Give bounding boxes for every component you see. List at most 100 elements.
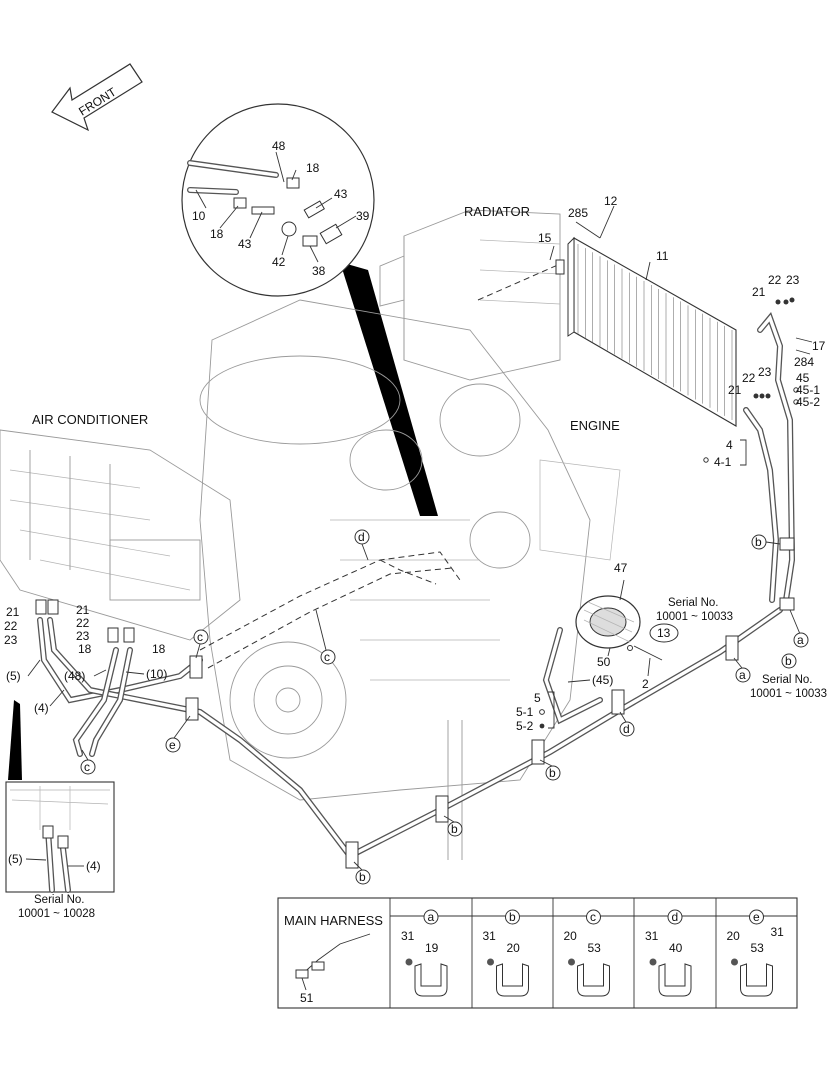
condenser-fittings: 21 22 23 17 284 21 22 23 45 45-1 45-2 4 …	[703, 273, 826, 603]
legend-key-label: b	[509, 910, 516, 924]
legend-part-label: 31	[645, 929, 659, 943]
part-45-label: 45	[796, 371, 810, 385]
main-harness-label: MAIN HARNESS	[284, 913, 383, 928]
ref-4-label: (4)	[34, 701, 49, 715]
part-23b-label: 23	[758, 365, 772, 379]
part-51-label: 51	[300, 991, 314, 1005]
svg-text:c: c	[84, 760, 90, 774]
hose-routing	[35, 537, 795, 869]
part-23a-label: 23	[786, 273, 800, 287]
part-22c-label: 22	[4, 619, 18, 633]
part-23c-label: 23	[4, 633, 18, 647]
part-12-label: 12	[604, 194, 618, 208]
serial-clamp-a-range: 10001 ~ 10033	[750, 688, 827, 700]
legend-part-label: 31	[483, 929, 497, 943]
part-18b-label: 18	[210, 227, 224, 241]
callout-d-top: d	[354, 529, 370, 561]
condenser: 12 285 15 11	[538, 194, 737, 427]
legend-key-label: a	[428, 910, 435, 924]
part-50-label: 50	[597, 655, 611, 669]
fitting-18b-icon	[233, 197, 247, 209]
svg-text:d: d	[623, 722, 630, 736]
part-21c-label: 21	[6, 605, 20, 619]
part-18d-label: 18	[152, 642, 166, 656]
part-23d-label: 23	[76, 629, 90, 643]
callout-b-right-top: b	[751, 534, 781, 550]
callout-b-bottom: b	[353, 861, 371, 885]
ac-fitting-labels: 21 22 23 21 22 23 18 18 (5) (48) (10) (4…	[4, 603, 167, 715]
svg-text:a: a	[797, 633, 804, 647]
callout-c-bottom: c	[80, 749, 96, 775]
bolt-icon	[649, 958, 657, 966]
part-39-label: 39	[356, 209, 370, 223]
air-conditioner-label: AIR CONDITIONER	[32, 412, 148, 427]
air-conditioner-unit: AIR CONDITIONER	[0, 412, 241, 641]
bolt-icon	[568, 958, 575, 966]
callout-c-mid: c	[315, 609, 336, 665]
legend-part-label: 31	[401, 929, 415, 943]
serial-inset: (5) (4) Serial No. 10001 ~ 10028	[5, 700, 115, 920]
part-47-label: 47	[614, 561, 628, 575]
part-43a-label: 43	[334, 187, 348, 201]
svg-text:a: a	[739, 668, 746, 682]
legend-key-circle	[749, 909, 764, 925]
svg-text:b: b	[451, 822, 458, 836]
fitting-43b-icon	[251, 206, 275, 215]
part-5-2-label: 5-2	[516, 719, 534, 733]
part-38-label: 38	[312, 264, 326, 278]
legend-part-label: 31	[771, 925, 785, 939]
svg-text:b: b	[359, 870, 366, 884]
svg-text:d: d	[358, 530, 365, 544]
fitting-18a-icon	[286, 177, 300, 189]
inset-ref-4-label: (4)	[86, 859, 101, 873]
serial-clamp-a-label: Serial No.	[762, 674, 813, 686]
legend-part-label: 20	[564, 929, 578, 943]
svg-text:c: c	[197, 630, 203, 644]
part-13-badge: 13	[649, 623, 679, 643]
serial-compressor-label: Serial No.	[668, 597, 719, 609]
engine-outline: ENGINE	[199, 299, 621, 860]
part-21a-label: 21	[752, 285, 766, 299]
serial-inset-range: 10001 ~ 10028	[18, 908, 95, 920]
radiator-outline: RADIATOR	[379, 204, 561, 381]
legend-part-label: 20	[727, 929, 741, 943]
ref-10-label: (10)	[146, 667, 167, 681]
part-17-label: 17	[812, 339, 826, 353]
clamp-icon	[740, 963, 773, 997]
ref-45-label: (45)	[592, 673, 613, 687]
callout-e: e	[165, 715, 191, 753]
part-21b-label: 21	[728, 383, 742, 397]
part-284-label: 284	[794, 355, 814, 369]
part-43b-label: 43	[238, 237, 252, 251]
part-5-label: 5	[534, 691, 541, 705]
callout-b-center: b	[443, 815, 463, 837]
part-22b-label: 22	[742, 371, 756, 385]
part-22a-label: 22	[768, 273, 782, 287]
fitting-38-icon	[302, 235, 318, 247]
callout-b-right-low: b	[781, 653, 797, 669]
part-18a-label: 18	[306, 161, 320, 175]
part-45-2-label: 45-2	[796, 395, 820, 409]
clamp-callouts: d c c e c b b b d a a b b Serial No. 100…	[80, 529, 827, 885]
part-45-1-label: 45-1	[796, 383, 820, 397]
part-48-label: 48	[272, 139, 286, 153]
bolt-icon	[487, 958, 494, 966]
callout-c-left: c	[193, 629, 209, 659]
legend-part-label: 20	[507, 941, 521, 955]
svg-text:b: b	[785, 654, 792, 668]
serial-compressor-range: 10001 ~ 10033	[656, 611, 733, 623]
fitting-43a-icon	[303, 200, 325, 219]
bolt-icon	[731, 958, 738, 966]
clamp-icon	[577, 963, 610, 997]
part-11-label: 11	[656, 249, 669, 263]
legend-key-circle	[423, 909, 439, 925]
clamp-icon	[658, 963, 692, 997]
callout-a-right: a	[789, 609, 809, 648]
svg-text:13: 13	[657, 626, 671, 640]
part-22d-label: 22	[76, 616, 90, 630]
legend-key-circle	[505, 909, 520, 925]
serial-inset-label: Serial No.	[34, 894, 85, 906]
part-2-label: 2	[642, 677, 649, 691]
